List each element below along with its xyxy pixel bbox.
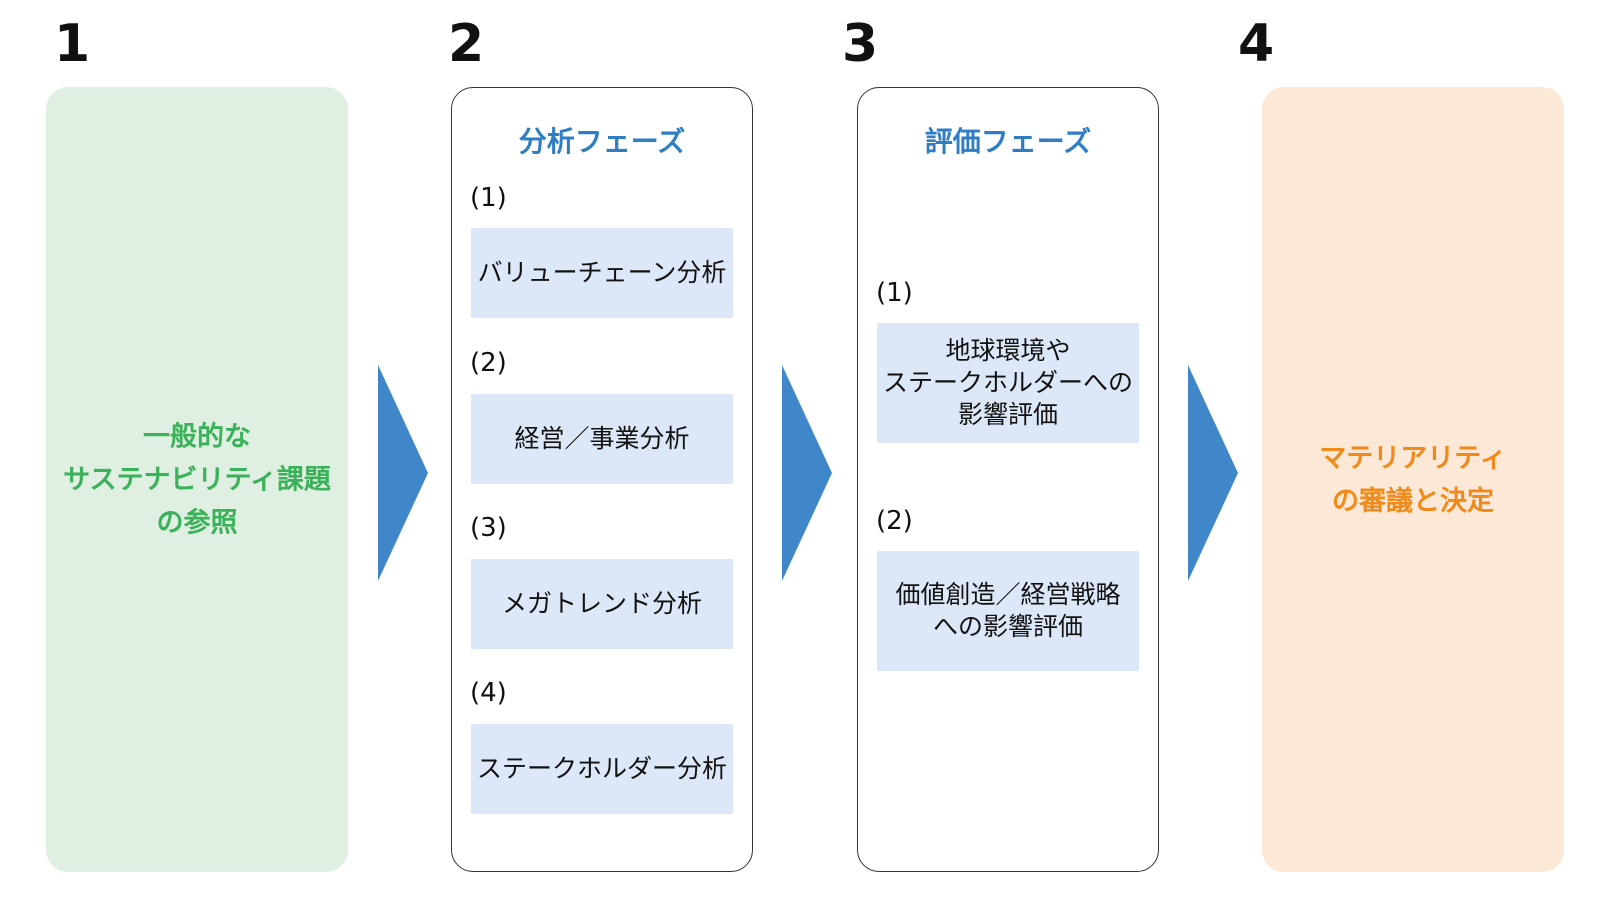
arrow-right-icon (378, 365, 428, 581)
analysis-item-number: (1) (470, 183, 507, 213)
evaluation-phase-title: 評価フェーズ (924, 125, 1092, 158)
analysis-item-box: ステークホルダー分析 (471, 724, 733, 814)
step-1-panel: 一般的な サステナビリティ課題 の参照 (46, 87, 348, 872)
analysis-item-number: (3) (470, 513, 507, 543)
step-4-text: マテリアリティ の審議と決定 (1319, 442, 1507, 517)
step-number-3: 3 (842, 14, 879, 74)
evaluation-phase-panel: 評価フェーズ (1) 地球環境や ステークホルダーへの 影響評価 (2) 価値創… (857, 87, 1159, 872)
arrow-right-icon (1188, 365, 1238, 581)
arrow-right-icon (782, 365, 832, 581)
evaluation-item-box: 価値創造／経営戦略 への影響評価 (877, 551, 1139, 671)
analysis-item-box: 経営／事業分析 (471, 394, 733, 484)
analysis-phase-title: 分析フェーズ (518, 125, 686, 158)
analysis-phase-panel: 分析フェーズ (1) バリューチェーン分析 (2) 経営／事業分析 (3) メガ… (451, 87, 753, 872)
step-number-4: 4 (1238, 14, 1275, 74)
evaluation-item-number: (2) (876, 506, 913, 536)
step-4-panel: マテリアリティ の審議と決定 (1262, 87, 1564, 872)
analysis-item-box: バリューチェーン分析 (471, 228, 733, 318)
analysis-item-number: (4) (470, 678, 507, 708)
analysis-item-number: (2) (470, 348, 507, 378)
step-number-1: 1 (54, 14, 91, 74)
analysis-item-box: メガトレンド分析 (471, 559, 733, 649)
step-1-text: 一般的な サステナビリティ課題 の参照 (63, 421, 331, 538)
evaluation-item-number: (1) (876, 278, 913, 308)
step-number-2: 2 (448, 14, 485, 74)
evaluation-item-box: 地球環境や ステークホルダーへの 影響評価 (877, 323, 1139, 443)
